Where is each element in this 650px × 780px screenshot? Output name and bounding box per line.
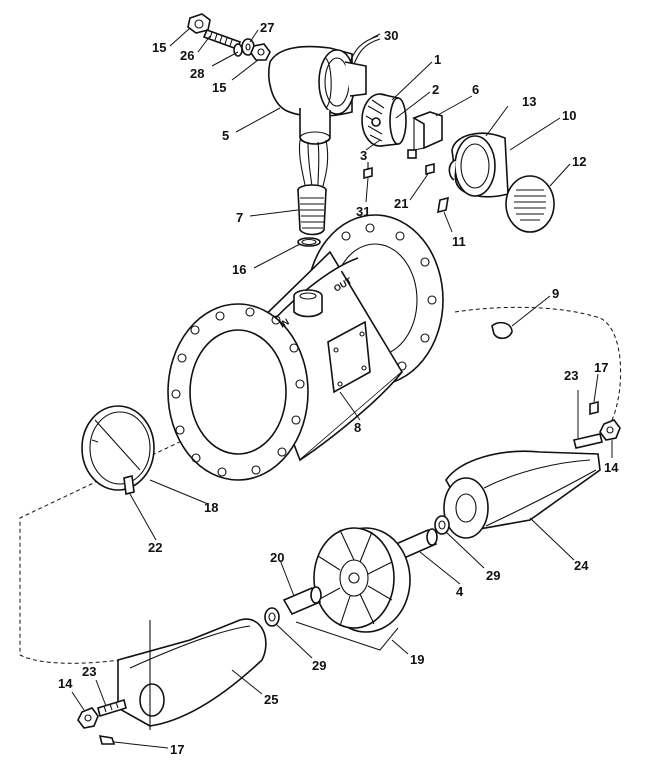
sleeve-20 (282, 586, 322, 616)
label-22: 22 (148, 540, 162, 555)
label-8: 8 (354, 420, 361, 435)
cover-10 (448, 132, 509, 198)
label-11: 11 (452, 234, 466, 249)
label-9: 9 (552, 286, 559, 301)
bracket-6 (407, 111, 443, 159)
bolt-17-upper (589, 400, 599, 416)
connector-7 (297, 184, 327, 236)
nut-14-lower (77, 707, 99, 729)
label-14-lower: 14 (58, 676, 73, 691)
label-15-top: 15 (152, 40, 166, 55)
shaft-23-lower (97, 698, 127, 718)
label-14-upper: 14 (604, 460, 619, 475)
electronics-module-1 (361, 93, 407, 147)
label-plate-12 (505, 175, 555, 233)
label-20: 20 (270, 550, 284, 565)
wires-7 (298, 139, 329, 187)
screw-22 (123, 475, 135, 495)
retainer-ring-18 (81, 405, 155, 491)
flow-body-8: IN OUT (167, 214, 444, 481)
nut-15-lower (250, 43, 271, 61)
label-28: 28 (190, 66, 204, 81)
screw-31 (363, 162, 373, 180)
bolt-17-lower (98, 735, 116, 745)
label-4: 4 (456, 584, 464, 599)
nut-14-upper (599, 419, 621, 441)
label-6: 6 (472, 82, 479, 97)
assembly-dashed-path (19, 306, 622, 664)
label-27: 27 (260, 20, 274, 35)
label-2: 2 (432, 82, 439, 97)
label-12: 12 (572, 154, 586, 169)
label-7: 7 (236, 210, 243, 225)
leader-lines (71, 27, 613, 749)
label-1: 1 (434, 52, 441, 67)
label-16: 16 (232, 262, 246, 277)
rotor-group-bracket (295, 621, 399, 651)
shaft-23-upper (573, 433, 603, 449)
label-26: 26 (180, 48, 194, 63)
o-ring-16 (297, 237, 321, 247)
callout-labels: 15 26 27 28 15 30 1 2 6 13 10 5 3 12 7 3… (58, 20, 619, 757)
washer-29-right (434, 515, 450, 535)
label-31: 31 (356, 204, 370, 219)
label-3: 3 (360, 148, 367, 163)
housing-5 (268, 45, 367, 145)
screw-21 (425, 162, 435, 176)
label-18: 18 (204, 500, 218, 515)
clip-9 (491, 321, 513, 340)
label-21: 21 (394, 196, 408, 211)
rotor-19 (313, 527, 411, 633)
label-23-lower: 23 (82, 664, 96, 679)
rotor-support-25 (117, 618, 267, 730)
label-29-left: 29 (312, 658, 326, 673)
label-13: 13 (522, 94, 536, 109)
label-5: 5 (222, 128, 229, 143)
screw-11 (437, 196, 449, 214)
rotor-support-24 (443, 450, 601, 539)
label-15-lower: 15 (212, 80, 226, 95)
label-24: 24 (574, 558, 589, 573)
washer-28 (233, 43, 243, 57)
label-23-upper: 23 (564, 368, 578, 383)
label-29-right: 29 (486, 568, 500, 583)
label-25: 25 (264, 692, 278, 707)
label-10: 10 (562, 108, 576, 123)
cable-30 (349, 35, 381, 65)
label-30: 30 (384, 28, 398, 43)
washer-29-left (264, 607, 280, 627)
label-17-upper: 17 (594, 360, 608, 375)
flange-in-text: IN (278, 317, 291, 330)
label-19: 19 (410, 652, 424, 667)
label-17-lower: 17 (170, 742, 184, 757)
